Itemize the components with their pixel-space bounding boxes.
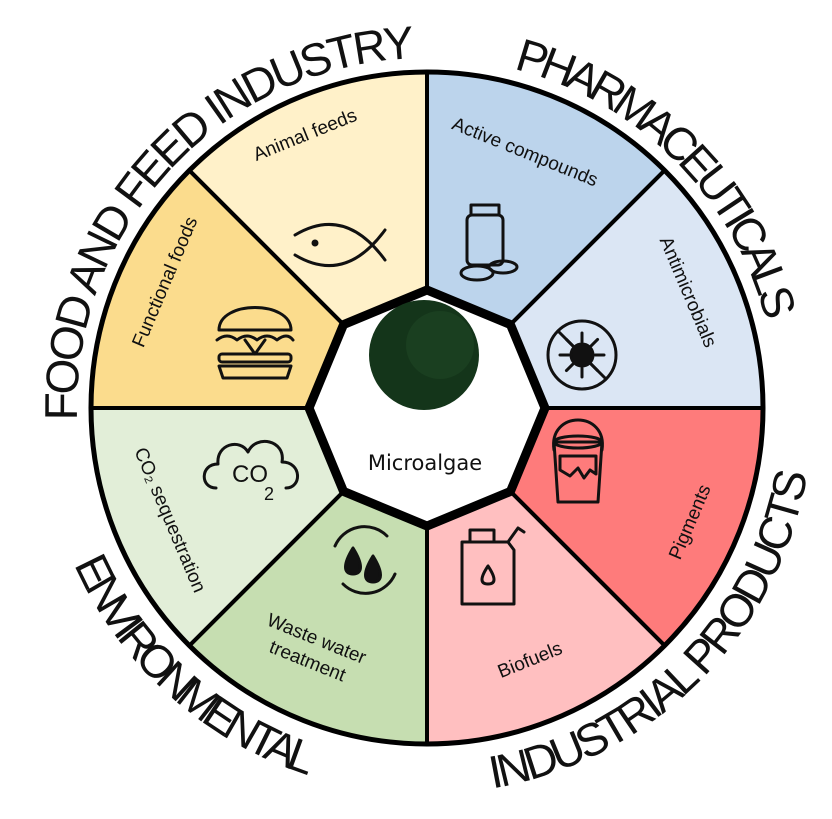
paint-bucket-icon (552, 418, 604, 504)
pill-bottle-icon (459, 203, 519, 282)
fish-icon (293, 222, 387, 268)
microalgae-powder-highlight (406, 311, 474, 379)
svg-text:2: 2 (264, 484, 274, 504)
svg-text:CO: CO (232, 461, 268, 488)
no-microbe-icon (546, 319, 618, 391)
fuel-can-icon (460, 526, 526, 606)
outer-ring (88, 69, 766, 747)
co2-cloud-icon: CO2 (202, 440, 299, 504)
burger-icon (215, 306, 295, 380)
water-recycle-icon (333, 525, 397, 595)
center-label: Microalgae (368, 451, 482, 475)
